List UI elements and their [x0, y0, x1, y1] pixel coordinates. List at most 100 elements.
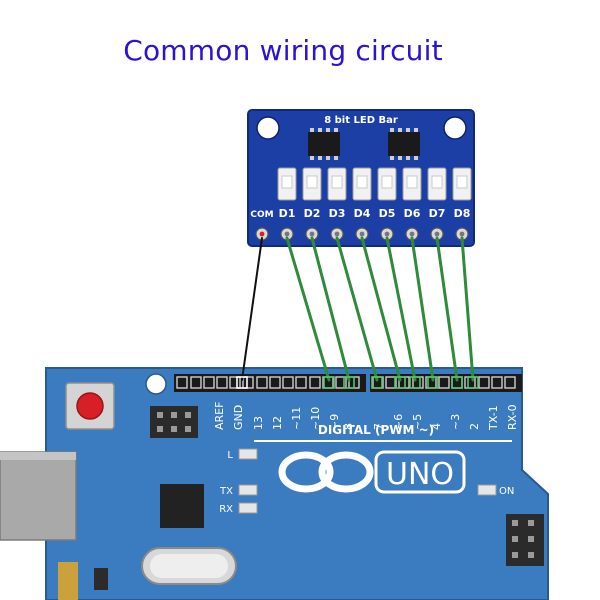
resistor-array-left [308, 128, 340, 160]
header-label-aref: AREF [213, 402, 226, 430]
usb-connector [0, 451, 77, 541]
icsp-pins [512, 520, 534, 558]
header-pin [504, 376, 516, 389]
module-pin-label-d6: D6 [404, 207, 421, 220]
digital-label: DIGITAL (PWM ~) [318, 423, 434, 437]
header-pin [385, 376, 397, 389]
wire-d8-to-2 [460, 236, 475, 382]
header-pin [176, 376, 188, 389]
led-d2-lens [306, 175, 318, 189]
header-label-2: 2 [468, 423, 481, 430]
wire-d4-to-pwm6 [360, 236, 402, 382]
arduino-logo-icon [278, 451, 374, 493]
capacitor [58, 562, 78, 600]
module-pin-label-com: COM [250, 210, 273, 220]
wire-d7-to-pwm3 [435, 236, 459, 382]
header-pin [190, 376, 202, 389]
module-pin-hole [409, 231, 415, 237]
resistor-array-right [388, 128, 420, 160]
led-rx-label: RX [219, 504, 233, 515]
header-label-pwm10: ~10 [309, 407, 322, 430]
header-pin [478, 376, 490, 389]
wire-end-gnd [236, 376, 248, 389]
header-label-13: 13 [252, 416, 265, 430]
led-d4-lens [356, 175, 368, 189]
led-tx-label: TX [219, 486, 233, 497]
small-header-pins [157, 412, 191, 432]
header-pin [282, 376, 294, 389]
header-pin [229, 376, 241, 389]
header-label-7: 7 [372, 423, 385, 430]
header-label-pwm11: ~11 [290, 407, 303, 430]
header-pin [203, 376, 215, 389]
wire-d1-to-pwm9 [285, 236, 331, 382]
module-pin-label-d4: D4 [354, 207, 371, 220]
header-label-pwm9: ~9 [328, 414, 341, 430]
led-on-label: ON [499, 486, 514, 497]
wire-com-to-gnd [241, 237, 263, 381]
header-label-gnd: GND [232, 405, 245, 430]
wire-end-pwm3 [451, 376, 463, 389]
led-d1-lens [281, 175, 293, 189]
header-label-tx-1: TX-1 [487, 405, 500, 431]
wire-d6-to-4 [410, 236, 435, 382]
header-pin [335, 376, 347, 389]
header-label-pwm6: ~6 [392, 414, 405, 430]
reset-button[interactable] [76, 392, 104, 420]
crystal-highlight [150, 554, 228, 578]
header-pin [242, 376, 254, 389]
board-pcb [45, 367, 549, 600]
module-pin-hole [259, 231, 265, 237]
wire-end-pwm5 [409, 376, 421, 389]
wire-end-8 [343, 376, 355, 389]
module-pin-hole [309, 231, 315, 237]
module-pin-hole [459, 231, 465, 237]
module-pin-label-d8: D8 [454, 207, 471, 220]
header-pin [438, 376, 450, 389]
header-label-4: 4 [430, 423, 443, 430]
led-d5-lens [381, 175, 393, 189]
wire-d3-to-7 [335, 236, 379, 382]
module-pin-label-d2: D2 [304, 207, 321, 220]
led-d7-lens [431, 175, 443, 189]
module-pin-label-d5: D5 [379, 207, 396, 220]
led-tx [238, 484, 258, 496]
header-pin [295, 376, 307, 389]
diagram-title: Common wiring circuit [123, 34, 443, 67]
led-d8-lens [456, 175, 468, 189]
module-pin-hole [284, 231, 290, 237]
led-rx [238, 502, 258, 514]
module-title: 8 bit LED Bar [324, 115, 398, 126]
icsp-header [506, 514, 544, 566]
module-pin-label-d1: D1 [279, 207, 296, 220]
module-pin-hole [334, 231, 340, 237]
module-pin-label-d7: D7 [429, 207, 446, 220]
microcontroller-chip [160, 484, 204, 528]
header-label-8: 8 [342, 423, 355, 430]
header-label-pwm3: ~3 [449, 414, 462, 430]
small-header [150, 406, 198, 438]
wire-end-2 [467, 376, 479, 389]
wire-end-4 [427, 376, 439, 389]
header-label-rx-0: RX-0 [506, 404, 519, 430]
module-pin-hole [359, 231, 365, 237]
usb-connector-rim [0, 452, 76, 460]
header-label-12: 12 [271, 416, 284, 430]
led-on [477, 484, 497, 496]
module-pin-hole [384, 231, 390, 237]
module-hole-right [443, 116, 467, 140]
module-leds [277, 167, 472, 201]
wire-end-7 [371, 376, 383, 389]
led-l-label: L [227, 450, 233, 461]
wire-d2-to-8 [310, 236, 351, 382]
header-pin [216, 376, 228, 389]
wire-d5-to-pwm5 [385, 236, 417, 382]
wire-end-pwm6 [394, 376, 406, 389]
mounting-hole [145, 373, 167, 395]
wire-end-pwm9 [323, 376, 335, 389]
